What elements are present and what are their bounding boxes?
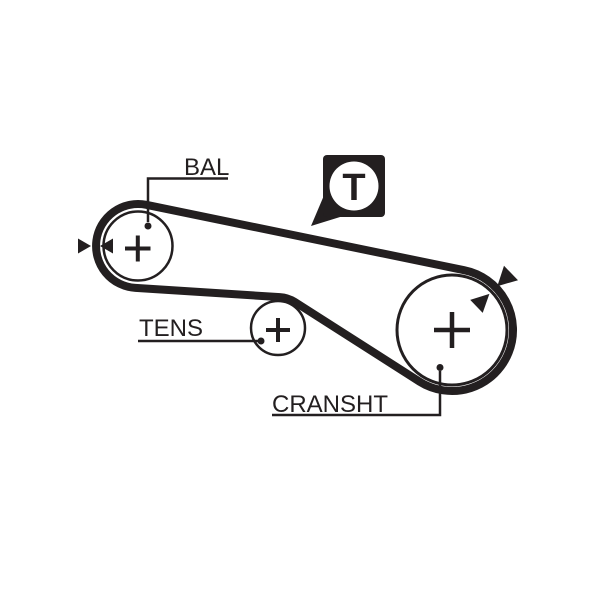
crankshaft-pulley-circle	[395, 273, 509, 387]
crankshaft-leader-dot	[436, 364, 444, 371]
badge-circle	[329, 161, 379, 211]
crankshaft-cross-mark-icon	[434, 312, 470, 348]
crankshaft-arrow-inner-icon	[470, 293, 490, 313]
bal-callout: BAL	[144, 154, 229, 230]
timing-mark-letter: T	[342, 167, 365, 209]
tensioner-cross-mark-icon	[266, 318, 290, 342]
timing-belt	[92, 200, 518, 395]
bal-leader-dot	[144, 222, 152, 230]
crankshaft-arrow-pair	[470, 265, 518, 313]
bal-leader-line	[146, 177, 228, 222]
timing-mark-badge: T	[311, 155, 385, 226]
tensioner-label: TENS	[139, 315, 203, 342]
bal-arrow-inner-icon	[100, 238, 113, 254]
crankshaft-label: CRANSHT	[272, 391, 388, 418]
tensioner-pulley-circle	[249, 299, 307, 357]
bal-arrow-outer-icon	[78, 238, 91, 254]
crankshaft-arrow-outer-icon	[497, 265, 518, 287]
crankshaft-callout: CRANSHT	[272, 364, 444, 418]
tensioner-leader-dot	[257, 337, 265, 345]
tensioner-callout: TENS	[138, 315, 265, 345]
bal-arrow-pair	[78, 238, 113, 254]
bal-label: BAL	[184, 154, 229, 181]
crankshaft-leader-line	[272, 371, 442, 417]
bal-cross-mark-icon	[125, 235, 151, 262]
